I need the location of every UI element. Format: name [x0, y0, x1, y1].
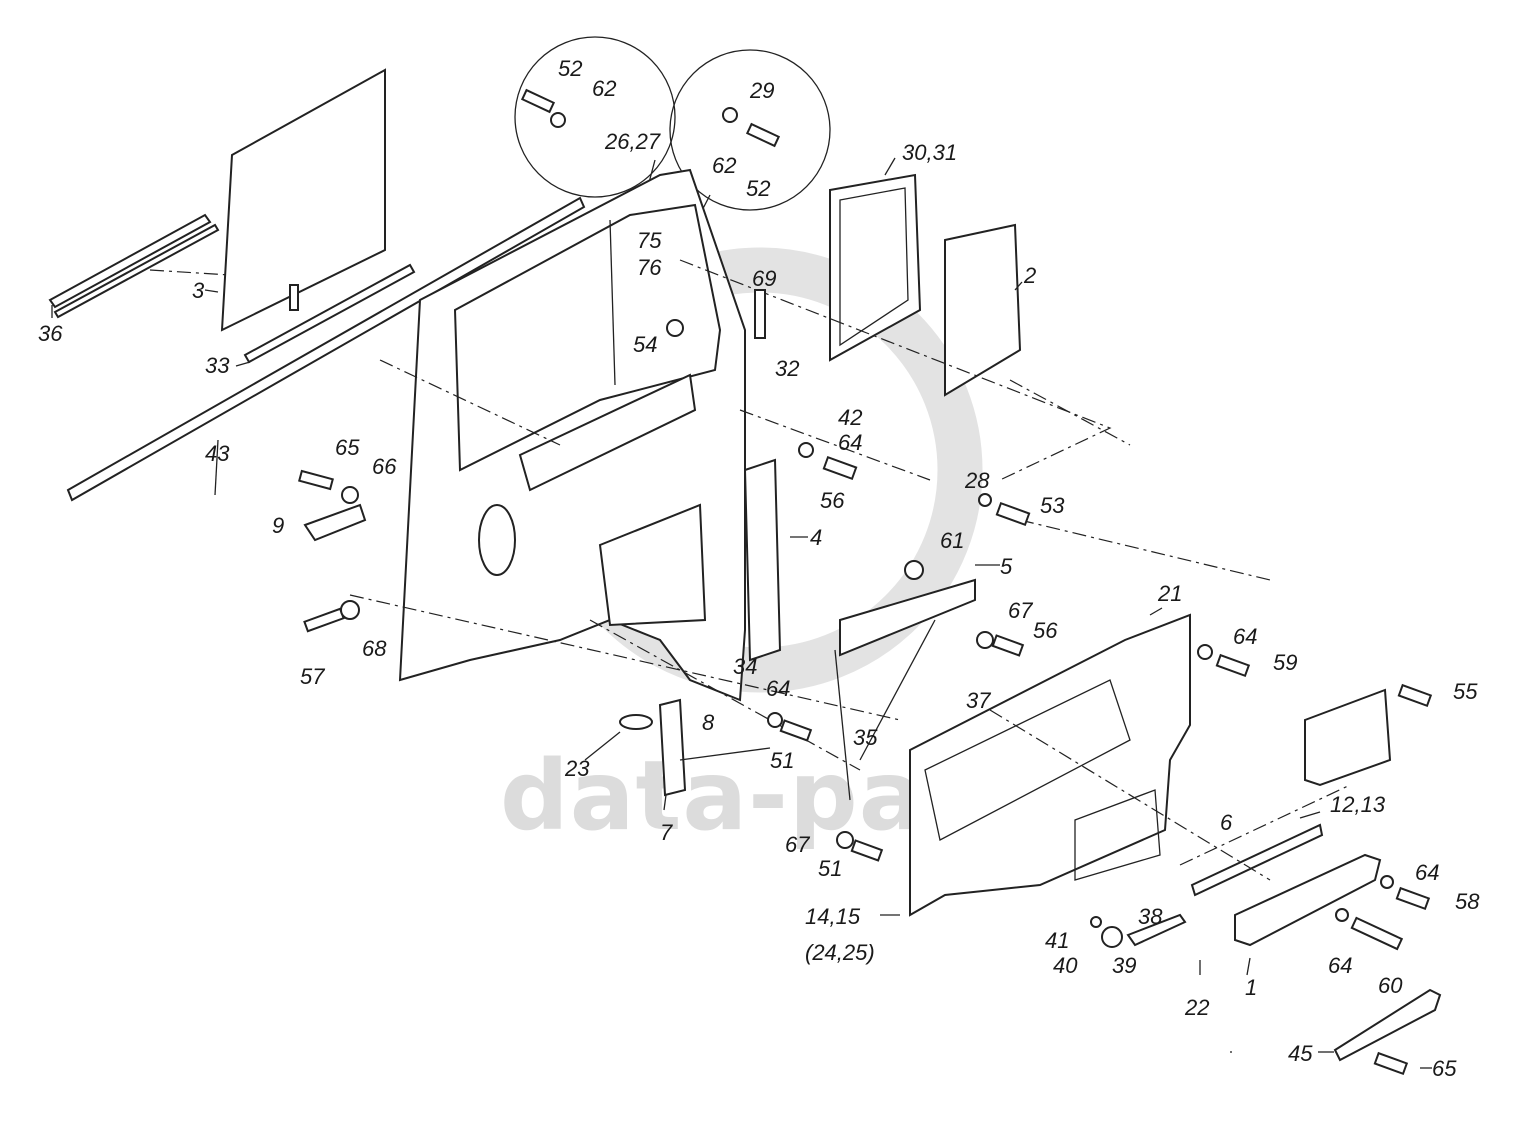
- callout-34: 34: [733, 654, 758, 679]
- callout-69: 69: [752, 266, 777, 291]
- callout-23: 23: [565, 756, 590, 781]
- callout-36: 36: [38, 321, 63, 346]
- leader-lines: [51, 157, 1432, 1069]
- callout-51: 51: [770, 748, 795, 773]
- callout-59: 59: [1273, 650, 1298, 675]
- detail-circle-left: [514, 36, 676, 198]
- trim-panel: [909, 613, 1191, 917]
- callout-30-31: 30,31: [902, 140, 958, 165]
- callout-64: 64: [1415, 860, 1440, 885]
- lock-7: [658, 698, 687, 797]
- callout-56: 56: [820, 488, 845, 513]
- callout-52: 52: [746, 176, 771, 201]
- callout-64: 64: [1233, 624, 1258, 649]
- callout-24-25: (24,25): [805, 940, 875, 965]
- seal-43: [66, 196, 586, 502]
- callout-8: 8: [702, 710, 715, 735]
- callout-5: 5: [1000, 554, 1013, 579]
- callout-67: 67: [1008, 598, 1033, 623]
- glass-channel-36: [48, 213, 212, 309]
- callout-22: 22: [1185, 995, 1210, 1020]
- callout-54: 54: [633, 332, 658, 357]
- callout-56: 56: [1033, 618, 1058, 643]
- callout-28: 28: [965, 468, 990, 493]
- callout-12-13: 12,13: [1330, 792, 1386, 817]
- callout-68: 68: [362, 636, 387, 661]
- callout-26-27: 26,27: [605, 129, 661, 154]
- callout-58: 58: [1455, 889, 1480, 914]
- callout-3: 3: [192, 278, 205, 303]
- callout-60: 60: [1378, 973, 1403, 998]
- callout-7: 7: [660, 820, 673, 845]
- callout-29: 29: [750, 78, 775, 103]
- callout-2: 2: [1024, 263, 1037, 288]
- callout-37: 37: [966, 688, 991, 713]
- detail-circle-right: [669, 49, 831, 211]
- callout-55: 55: [1453, 679, 1478, 704]
- callout-51: 51: [818, 856, 843, 881]
- reflector-23: [619, 714, 653, 730]
- callout-41: 41: [1045, 928, 1070, 953]
- callout-64: 64: [1328, 953, 1353, 978]
- callout-32: 32: [775, 356, 800, 381]
- callout-52: 52: [558, 56, 583, 81]
- callout-14-15: 14,15: [805, 904, 861, 929]
- callout-9: 9: [272, 513, 285, 538]
- callout-75: 75: [637, 228, 662, 253]
- pocket-cover: [1304, 688, 1392, 787]
- callout-35: 35: [853, 725, 878, 750]
- callout-65: 65: [1432, 1056, 1457, 1081]
- callout-1: 1: [1245, 975, 1258, 1000]
- callout-40: 40: [1053, 953, 1078, 978]
- glass-channel-33: [243, 263, 416, 364]
- callout-39: 39: [1112, 953, 1137, 978]
- callout-38: 38: [1138, 904, 1163, 929]
- plug-54: [666, 319, 684, 337]
- vent-seal: [829, 173, 922, 362]
- callout-43: 43: [205, 441, 230, 466]
- callout-65: 65: [335, 435, 360, 460]
- fasteners: [298, 88, 1433, 1076]
- callout-62: 62: [712, 153, 737, 178]
- callout-6: 6: [1220, 810, 1233, 835]
- callout-67: 67: [785, 832, 810, 857]
- door-glass: [220, 68, 386, 332]
- callout-76: 76: [637, 255, 662, 280]
- callout-53: 53: [1040, 493, 1065, 518]
- callout-66: 66: [372, 454, 397, 479]
- callout-62: 62: [592, 76, 617, 101]
- callout-21: 21: [1158, 581, 1183, 606]
- callout-57: 57: [300, 664, 325, 689]
- armrest-1: [1234, 853, 1382, 947]
- callout-64: 64: [766, 676, 791, 701]
- regulator-plate: [839, 578, 976, 657]
- handle-45: [1333, 988, 1442, 1062]
- vent-glass: [944, 223, 1022, 397]
- callout-45: 45: [1288, 1041, 1313, 1066]
- hinge-9: [303, 503, 367, 542]
- callout-33: 33: [205, 353, 230, 378]
- door-window-opening: [453, 203, 722, 472]
- callout-61: 61: [940, 528, 965, 553]
- callout-42: 42: [838, 405, 863, 430]
- bracket-12-13: [1190, 823, 1324, 897]
- callout-64: 64: [838, 430, 863, 455]
- callout-4: 4: [810, 525, 823, 550]
- channel-4: [743, 458, 782, 662]
